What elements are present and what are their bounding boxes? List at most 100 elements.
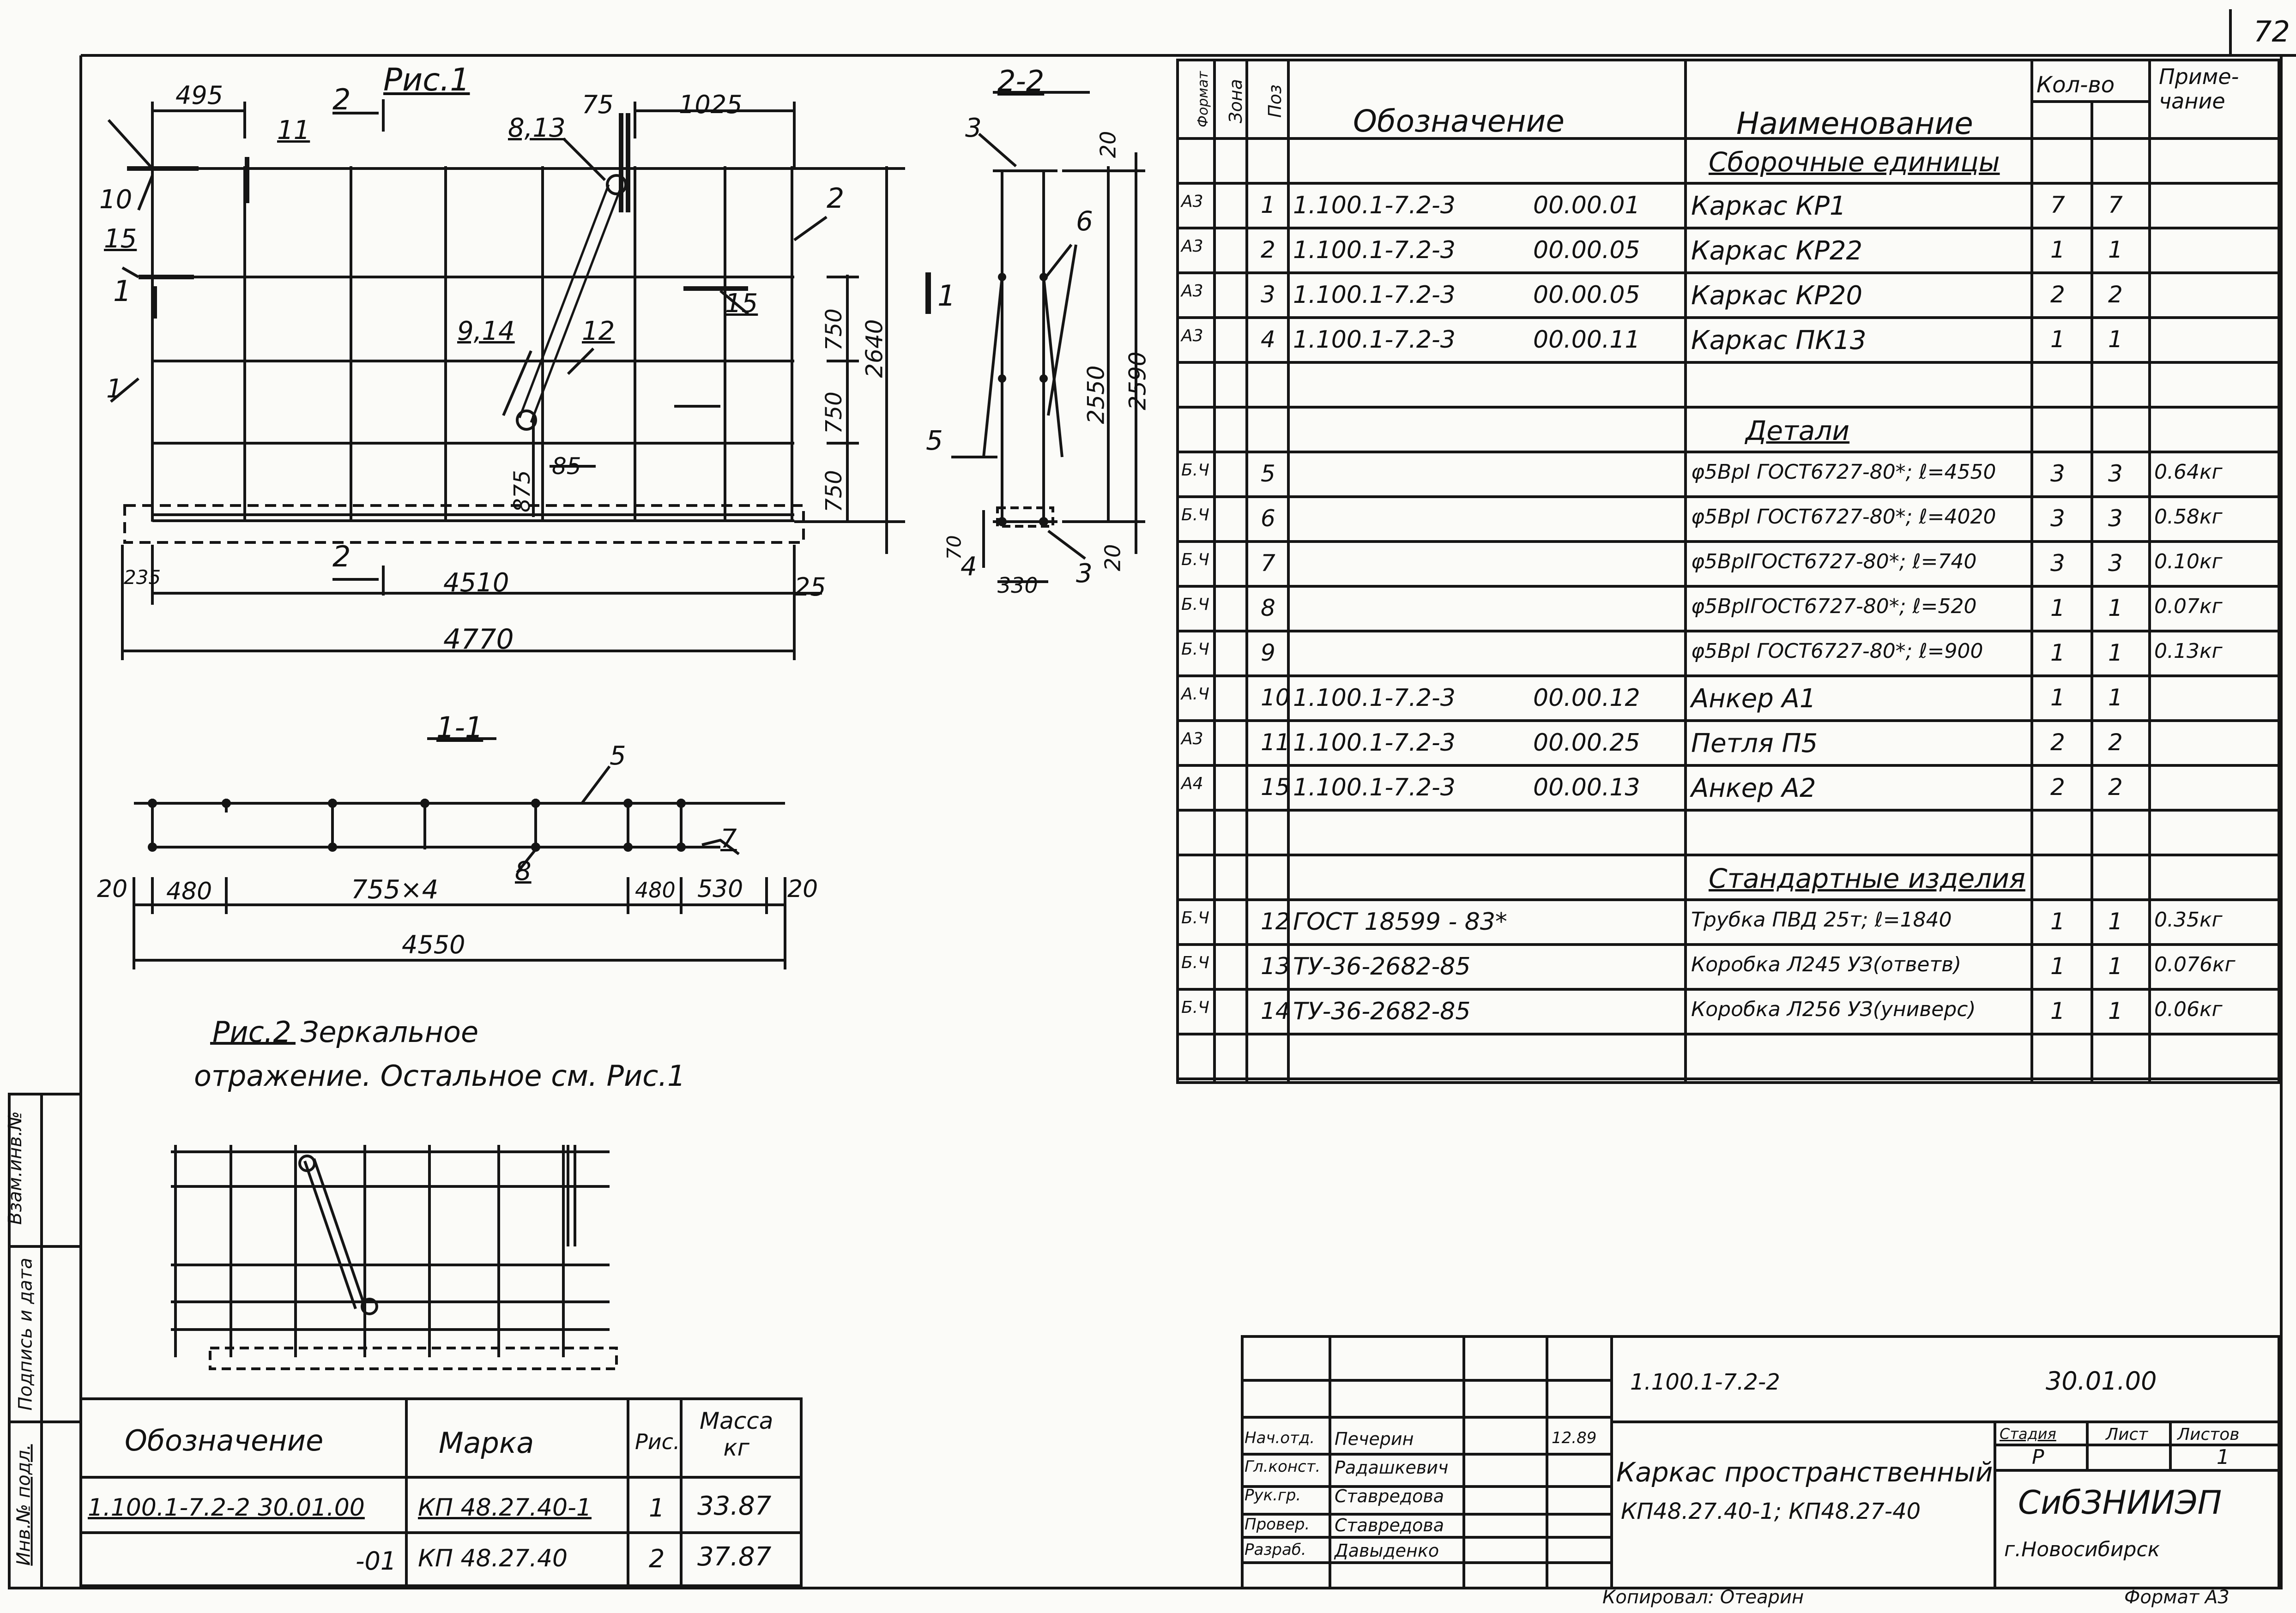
fig1-dim-4770: 4770 xyxy=(443,623,514,656)
spec-cell-name: Стандартные изделия xyxy=(1709,863,2025,894)
spec-cell-note: 0.35кг xyxy=(2154,908,2223,932)
fig1-dim-85: 85 xyxy=(552,453,581,480)
mass-row1-fig: 1 xyxy=(649,1493,665,1523)
fig1-callout-9-14: 9,14 xyxy=(457,316,515,346)
fig1-dim-495: 495 xyxy=(175,81,224,110)
spec-cell-name: φ5ВрIГОСТ6727-80*; ℓ=740 xyxy=(1691,550,1977,573)
org-name: СибЗНИИЭП xyxy=(2018,1484,2222,1522)
spec-cell-note: 0.13кг xyxy=(2154,639,2223,663)
spec-cell-q2: 2 xyxy=(2108,281,2123,308)
title-role-role: Гл.конст. xyxy=(1245,1457,1321,1476)
spec-cell-format: Б.Ч xyxy=(1181,550,1209,569)
title-role-role: Нач.отд. xyxy=(1245,1429,1315,1447)
spec-cell-q1: 1 xyxy=(2050,639,2065,666)
fig1-callout-15a: 15 xyxy=(104,224,137,254)
spec-cell-code: 00.00.05 xyxy=(1533,236,1640,264)
fig1-dim-235: 235 xyxy=(124,566,161,589)
fig2-caption-line1: Рис.2 Зеркальное xyxy=(212,1015,479,1049)
spec-header-format: Формат xyxy=(1195,71,1211,127)
fig1-callout-8-13: 8,13 xyxy=(508,113,566,143)
sec22-callout-4: 4 xyxy=(961,552,977,582)
fig1-dim-750c: 750 xyxy=(821,470,847,512)
spec-cell-q2: 3 xyxy=(2108,505,2123,532)
spec-cell-designation: 1.100.1-7.2-3 xyxy=(1293,236,1456,264)
title-role-name: Ставредова xyxy=(1335,1515,1444,1535)
spec-cell-q1: 1 xyxy=(2050,326,2065,353)
spec-cell-name: φ5ВрI ГОСТ6727-80*; ℓ=900 xyxy=(1691,639,1983,663)
sec22-callout-3a: 3 xyxy=(965,113,982,143)
spec-cell-q2: 1 xyxy=(2108,953,2123,980)
title-doc-code: 1.100.1-7.2-2 xyxy=(1630,1369,1780,1395)
spec-cell-code: 00.00.13 xyxy=(1533,774,1640,801)
title-role-name: Радашкевич xyxy=(1335,1457,1449,1478)
mass-header-mark: Марка xyxy=(439,1426,534,1460)
spec-cell-note: 0.07кг xyxy=(2154,595,2223,618)
fig1-cut-2-bottom: 2 xyxy=(332,540,351,573)
fig1-dim-75: 75 xyxy=(582,90,614,119)
mass-row1-designation: 1.100.1-7.2-2 30.01.00 xyxy=(88,1494,365,1522)
fig1-callout-1: 1 xyxy=(106,374,123,404)
mass-row2-designation: -01 xyxy=(356,1547,397,1576)
spec-cell-code: 00.00.11 xyxy=(1533,326,1640,354)
title-role-name: Давыденко xyxy=(1335,1541,1439,1561)
spec-cell-designation: ТУ-36-2682-85 xyxy=(1293,953,1471,981)
spec-cell-q2: 1 xyxy=(2108,236,2123,263)
spec-cell-note: 0.06кг xyxy=(2154,998,2223,1021)
spec-cell-pos: 12 xyxy=(1261,908,1290,935)
title-line1: Каркас пространственный xyxy=(1616,1457,1993,1488)
sec11-dim-4550: 4550 xyxy=(402,930,465,959)
spec-cell-format: Б.Ч xyxy=(1181,909,1209,927)
spec-cell-q2: 1 xyxy=(2108,998,2123,1024)
spec-cell-code: 00.00.01 xyxy=(1533,192,1640,219)
stage-value: Р xyxy=(2032,1445,2044,1469)
spec-cell-format: А4 xyxy=(1181,774,1203,793)
spec-cell-format: А3 xyxy=(1181,192,1203,211)
title-role-name: Печерин xyxy=(1335,1429,1414,1449)
fig1-title: Рис.1 xyxy=(383,62,470,98)
footer-copied: Копировал: Отеарин xyxy=(1602,1587,1804,1608)
spec-cell-q1: 3 xyxy=(2050,460,2065,487)
stamp-inv-no: Инв.№ подл. xyxy=(13,1444,35,1566)
sec22-title: 2-2 xyxy=(997,64,1045,98)
spec-cell-name: Сборочные единицы xyxy=(1709,146,2000,178)
spec-cell-format: А3 xyxy=(1181,729,1203,748)
title-role-date: 12.89 xyxy=(1552,1429,1597,1447)
spec-cell-q2: 3 xyxy=(2108,550,2123,577)
spec-header-name: Наименование xyxy=(1736,106,1973,141)
spec-header-designation: Обозначение xyxy=(1353,103,1565,139)
spec-cell-name: Коробка Л245 УЗ(ответв) xyxy=(1691,953,1962,976)
fig1-callout-2: 2 xyxy=(827,182,845,215)
spec-cell-name: Детали xyxy=(1746,415,1850,446)
spec-cell-pos: 6 xyxy=(1261,505,1275,532)
spec-cell-format: А.Ч xyxy=(1181,685,1209,704)
spec-header-pos: Поз xyxy=(1265,84,1286,118)
mass-row2-mark: КП 48.27.40 xyxy=(418,1545,568,1572)
stamp-signature-date: Подпись и дата xyxy=(15,1258,36,1411)
mass-row1-mass: 33.87 xyxy=(697,1491,772,1521)
spec-cell-q1: 1 xyxy=(2050,998,2065,1024)
sec22-dim-2550: 2550 xyxy=(1082,365,1110,424)
spec-cell-pos: 13 xyxy=(1261,953,1290,980)
sec11-callout-5: 5 xyxy=(610,741,626,771)
mass-row2-mass: 37.87 xyxy=(697,1542,772,1572)
fig1-callout-15b: 15 xyxy=(725,289,758,319)
spec-cell-q1: 1 xyxy=(2050,953,2065,980)
spec-cell-name: Каркас ПК13 xyxy=(1691,325,1867,355)
spec-cell-pos: 11 xyxy=(1261,729,1290,756)
fig1-dim-25: 25 xyxy=(794,572,826,602)
spec-cell-note: 0.076кг xyxy=(2154,953,2236,976)
title-line2: КП48.27.40-1; КП48.27-40 xyxy=(1621,1499,1921,1524)
title-role-role: Провер. xyxy=(1245,1515,1310,1534)
spec-cell-name: φ5ВрI ГОСТ6727-80*; ℓ=4020 xyxy=(1691,505,1996,529)
sec22-dim-20b: 20 xyxy=(1100,544,1125,572)
spec-cell-q1: 7 xyxy=(2050,192,2065,218)
spec-cell-q2: 1 xyxy=(2108,639,2123,666)
sec11-dim-755x4: 755×4 xyxy=(351,875,439,905)
spec-cell-format: А3 xyxy=(1181,282,1203,301)
sec11-dim-20b: 20 xyxy=(787,875,818,903)
spec-cell-name: φ5ВрI ГОСТ6727-80*; ℓ=4550 xyxy=(1691,460,1996,484)
spec-header-note: Приме- чание xyxy=(2159,64,2239,114)
spec-cell-format: А3 xyxy=(1181,326,1203,345)
sec22-cut-1: 1 xyxy=(937,279,956,313)
spec-cell-designation: 1.100.1-7.2-3 xyxy=(1293,326,1456,354)
